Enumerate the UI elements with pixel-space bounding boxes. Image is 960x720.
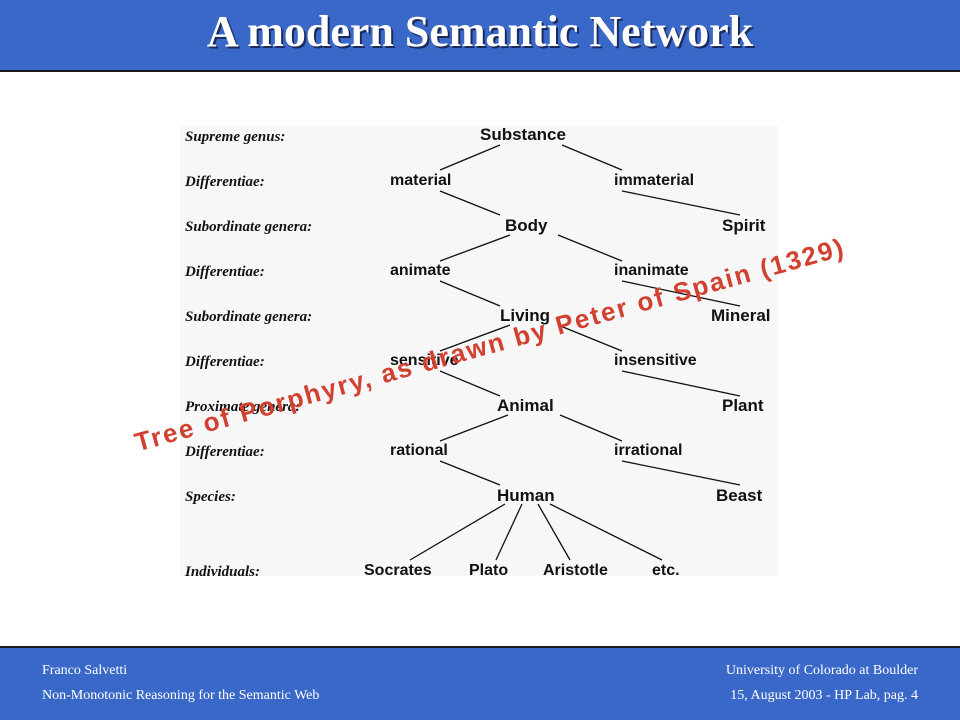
- edge: [557, 234, 623, 262]
- edge: [439, 370, 501, 397]
- level-label-subordinate-genera: Subordinate genera:: [185, 309, 313, 325]
- edge: [439, 190, 501, 216]
- edge: [559, 414, 623, 442]
- level-label-supreme-genus: Supreme genus:: [185, 129, 286, 145]
- slide-footer: Franco Salvetti Non-Monotonic Reasoning …: [0, 646, 960, 720]
- edge: [439, 280, 501, 307]
- level-label-subordinate-genera: Subordinate genera:: [185, 219, 313, 235]
- edge: [621, 280, 741, 307]
- edge: [439, 144, 501, 171]
- edge: [495, 503, 523, 561]
- node-insensitive: insensitive: [614, 352, 697, 369]
- footer-course: Non-Monotonic Reasoning for the Semantic…: [42, 688, 320, 703]
- node-human: Human: [497, 486, 555, 505]
- node-sensitive: sensitive: [390, 352, 459, 369]
- node-rational: rational: [390, 442, 448, 459]
- footer-institution: University of Colorado at Boulder: [725, 663, 918, 678]
- edge: [439, 324, 511, 352]
- edge: [537, 503, 571, 561]
- node-spirit: Spirit: [722, 216, 766, 235]
- level-label-individuals: Individuals:: [185, 564, 261, 580]
- node-body: Body: [505, 216, 548, 235]
- edge: [621, 370, 741, 397]
- level-label-differentiae: Differentiae:: [185, 444, 265, 460]
- edge: [549, 503, 663, 561]
- level-label-differentiae: Differentiae:: [185, 264, 265, 280]
- node-immaterial: immaterial: [614, 172, 695, 189]
- node-animal: Animal: [497, 396, 554, 415]
- edge: [557, 324, 623, 352]
- node-irrational: irrational: [614, 442, 683, 459]
- node-living: Living: [500, 306, 551, 325]
- footer-date-page: 15, August 2003 - HP Lab, pag. 4: [730, 688, 918, 703]
- node-material: material: [390, 172, 452, 189]
- edge: [621, 460, 741, 486]
- node-socrates: Socrates: [364, 562, 432, 579]
- edge: [621, 190, 741, 216]
- node-aristotle: Aristotle: [543, 562, 608, 579]
- slide-title: A modern Semantic Network: [206, 7, 754, 56]
- level-label-differentiae: Differentiae:: [185, 174, 265, 190]
- level-label-proximate-genera: Proximate genera:: [185, 399, 301, 415]
- level-label-species: Species:: [185, 489, 236, 505]
- node-animate: animate: [390, 262, 451, 279]
- node-plato: Plato: [469, 562, 509, 579]
- node-plant: Plant: [722, 396, 764, 415]
- porphyry-tree-diagram: [180, 126, 778, 576]
- node-beast: Beast: [716, 486, 763, 505]
- footer-author: Franco Salvetti: [42, 663, 128, 678]
- node-inanimate: inanimate: [614, 262, 689, 279]
- edge: [439, 234, 511, 262]
- node-substance: Substance: [480, 125, 566, 144]
- edge: [439, 460, 501, 486]
- level-label-differentiae: Differentiae:: [185, 354, 265, 370]
- edge: [561, 144, 623, 171]
- node-etc: etc.: [652, 562, 680, 579]
- node-mineral: Mineral: [711, 306, 771, 325]
- slide-header: A modern Semantic Network: [0, 0, 960, 72]
- edge: [409, 503, 506, 561]
- edge: [439, 414, 509, 442]
